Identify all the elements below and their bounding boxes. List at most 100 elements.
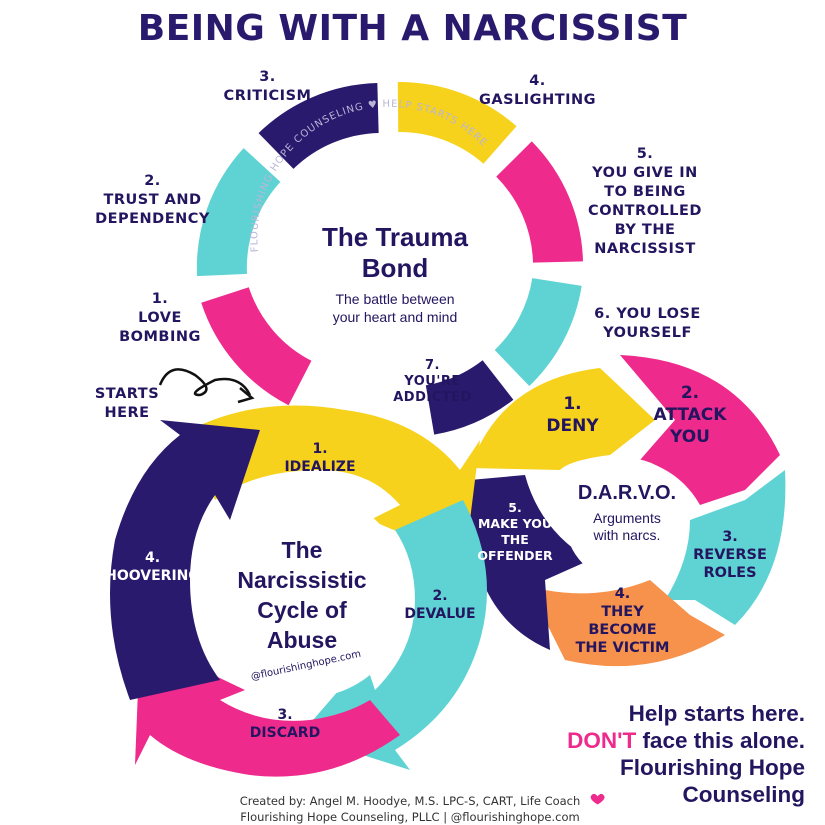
help-line2-rest: face this alone. xyxy=(636,728,805,753)
trauma-stage-1-number: 1. xyxy=(151,291,169,307)
darvo-stage-2-label: ATTACK YOU xyxy=(653,405,727,447)
trauma-stage-4: 4. GASLIGHTING xyxy=(465,72,610,110)
cycle-stage-4: 4. HOOVERING xyxy=(100,549,205,585)
cycle-stage-1: 1. IDEALIZE xyxy=(270,440,370,476)
darvo-subtitle-line1: Arguments xyxy=(593,510,661,526)
trauma-stage-5: 5. YOU GIVE IN TO BEING CONTROLLED BY TH… xyxy=(575,145,715,259)
darvo-subtitle-line2: with narcs. xyxy=(593,527,661,543)
credit: Created by: Angel M. Hoodye, M.S. LPC-S,… xyxy=(200,793,620,825)
trauma-stage-2: 2. TRUST AND DEPENDENCY xyxy=(85,172,220,229)
trauma-stage-5-number: 5. xyxy=(636,146,654,162)
cycle-stage-1-label: IDEALIZE xyxy=(284,459,356,475)
darvo-stage-4: 4. THEY BECOME THE VICTIM xyxy=(565,585,680,657)
darvo-subtitle: Arguments with narcs. xyxy=(567,510,687,544)
darvo-stage-4-number: 4. xyxy=(614,586,631,602)
starts-here-arrow xyxy=(158,368,252,397)
help-line2: DON'T face this alone. xyxy=(567,727,805,754)
page-title: BEING WITH A NARCISSIST xyxy=(137,8,688,49)
darvo-stage-3: 3. REVERSE ROLES xyxy=(680,528,780,582)
darvo-stage-1-number: 1. xyxy=(563,394,582,414)
cycle-stage-2: 2. DEVALUE xyxy=(395,587,485,623)
trauma-stage-3: 3. CRITICISM xyxy=(210,68,325,106)
trauma-ring-segment-love-bombing xyxy=(201,286,313,406)
darvo-stage-2: 2. ATTACK YOU xyxy=(640,382,740,448)
trauma-stage-7-label: YOU'RE ADDICTED xyxy=(393,374,472,405)
trauma-ring-segment-lose-yourself xyxy=(494,277,582,387)
cycle-stage-2-label: DEVALUE xyxy=(404,606,476,622)
cycle-stage-3-label: DISCARD xyxy=(249,725,321,741)
cycle-stage-2-number: 2. xyxy=(432,588,448,604)
cycle-of-abuse-title: The Narcissistic Cycle of Abuse xyxy=(212,535,392,655)
trauma-bond-subtitle-line1: The battle between xyxy=(335,291,455,307)
trauma-ring-segment-criticism xyxy=(258,83,380,170)
credit-line2: Flourishing Hope Counseling, PLLC | @flo… xyxy=(240,810,580,824)
help-line1: Help starts here. xyxy=(628,701,805,726)
darvo-segment-deny xyxy=(470,368,655,470)
darvo-stage-1: 1. DENY xyxy=(530,393,615,437)
trauma-bond-subtitle: The battle between your heart and mind xyxy=(300,290,490,326)
trauma-bond-title-line1: The Trauma xyxy=(322,222,468,252)
darvo-stage-5-number: 5. xyxy=(508,500,522,515)
trauma-ring-segment-gaslighting xyxy=(397,82,517,165)
darvo-title: D.A.R.V.O. xyxy=(577,482,677,504)
darvo-segment-reverse xyxy=(665,470,786,625)
trauma-ring-segment-trust xyxy=(196,148,281,277)
darvo-stage-2-number: 2. xyxy=(680,383,700,403)
trauma-stage-6: 6. YOU LOSE YOURSELF xyxy=(575,305,720,343)
cycle-title-line3: Cycle of xyxy=(257,597,347,623)
trauma-bond-title-line2: Bond xyxy=(361,253,429,283)
cycle-stage-4-number: 4. xyxy=(144,550,161,566)
darvo-stage-3-number: 3. xyxy=(722,529,738,545)
trauma-stage-2-number: 2. xyxy=(144,173,161,189)
trauma-stage-3-label: CRITICISM xyxy=(223,88,312,104)
darvo-center xyxy=(565,458,689,582)
cycle-stage-3: 3. DISCARD xyxy=(230,706,340,742)
cycle-title-line1: The xyxy=(281,537,323,563)
trauma-stage-1: 1. LOVE BOMBING xyxy=(110,290,210,347)
trauma-bond-subtitle-line2: your heart and mind xyxy=(332,309,458,325)
trauma-stage-6-line: 6. YOU LOSE YOURSELF xyxy=(594,306,701,341)
starts-here-label: STARTS HERE xyxy=(82,385,172,423)
darvo-stage-4-label: THEY BECOME THE VICTIM xyxy=(575,604,670,656)
trauma-stage-3-number: 3. xyxy=(259,69,276,85)
darvo-stage-5: 5. MAKE YOU THE OFFENDER xyxy=(470,500,560,564)
trauma-ring-segment-controlled xyxy=(495,141,583,264)
darvo-stage-5-label: MAKE YOU THE OFFENDER xyxy=(477,516,553,563)
trauma-stage-6-label: YOU LOSE YOURSELF xyxy=(603,306,701,341)
cycle-center xyxy=(202,492,408,698)
darvo-stage-1-label: DENY xyxy=(546,416,599,436)
cycle-stage-3-number: 3. xyxy=(277,707,293,723)
help-line3: Flourishing Hope xyxy=(620,755,805,780)
cycle-segment-idealize xyxy=(190,405,480,560)
cycle-segment-hoovering xyxy=(110,420,260,700)
trauma-stage-5-label: YOU GIVE IN TO BEING CONTROLLED BY THE N… xyxy=(588,165,702,257)
help-line2-emphasis: DON'T xyxy=(567,728,637,753)
cycle-title-line2: Narcissistic xyxy=(237,567,367,593)
cycle-title-line4: Abuse xyxy=(266,627,338,653)
starts-here-text: STARTS HERE xyxy=(94,386,160,421)
trauma-stage-6-number: 6. xyxy=(594,306,611,322)
trauma-stage-2-label: TRUST AND DEPENDENCY xyxy=(95,192,210,227)
darvo-segment-victim xyxy=(545,580,725,667)
darvo-segment-attack xyxy=(620,355,780,505)
darvo-stage-3-label: REVERSE ROLES xyxy=(693,547,767,581)
darvo-segment-offender xyxy=(470,475,590,650)
help-line4: Counseling xyxy=(682,782,806,807)
cycle-segment-devalue xyxy=(300,500,488,770)
cycle-of-abuse-wheel xyxy=(110,405,488,777)
heart-icon xyxy=(590,793,605,805)
trauma-ring-segment-addicted xyxy=(425,359,514,435)
trauma-stage-7-number: 7. xyxy=(425,358,440,373)
help-message: Help starts here. DON'T face this alone.… xyxy=(567,700,805,808)
starts-here-arrowhead xyxy=(237,387,255,404)
darvo-wheel xyxy=(470,355,786,667)
trauma-bond-title: The Trauma Bond xyxy=(300,222,490,284)
trauma-stage-7: 7. YOU'RE ADDICTED xyxy=(385,358,480,406)
credit-line1: Created by: Angel M. Hoodye, M.S. LPC-S,… xyxy=(239,794,581,808)
trauma-stage-4-label: GASLIGHTING xyxy=(478,92,597,108)
cycle-stage-1-number: 1. xyxy=(312,441,328,457)
trauma-stage-1-label: LOVE BOMBING xyxy=(119,310,201,345)
trauma-stage-4-number: 4. xyxy=(529,73,546,89)
